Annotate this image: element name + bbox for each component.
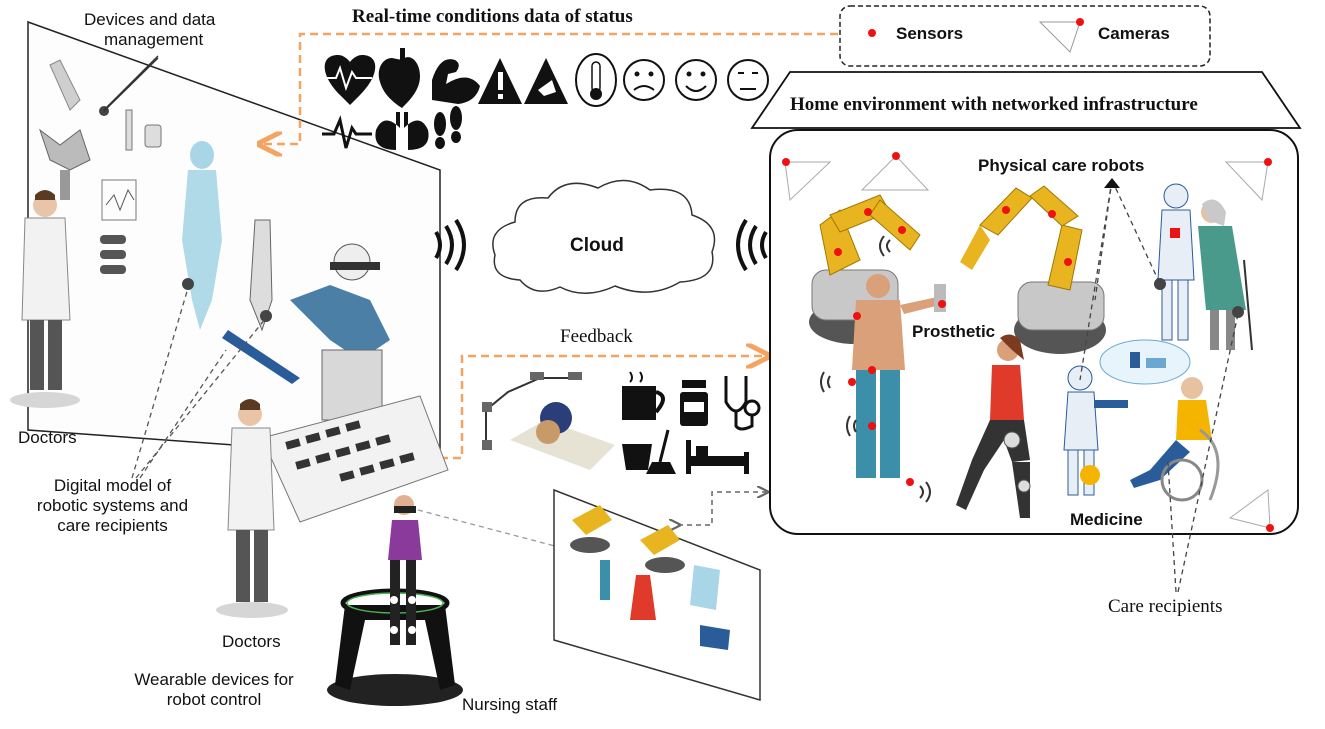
devices-mgmt-line2: management — [104, 30, 204, 49]
muscle-icon — [432, 59, 480, 104]
care-robot-humanoid — [1154, 183, 1195, 341]
vr-platform — [327, 588, 463, 706]
footprints-icon — [434, 106, 462, 149]
sensor-signal-waves — [820, 235, 931, 503]
lungs-icon — [375, 112, 429, 150]
elderly-in-wheelchair — [1130, 377, 1220, 502]
ecg-icon — [322, 115, 372, 149]
digital-model-line1: Digital model of — [53, 476, 172, 495]
doctor-figure-top — [10, 190, 80, 408]
heart-rate-icon — [324, 55, 376, 105]
legend-sensors-label: Sensors — [896, 24, 964, 43]
legend-box — [839, 5, 1211, 67]
screen-robot-model — [290, 243, 390, 421]
physical-robots-pointers — [1079, 179, 1161, 381]
home-env-title: Home environment with networked infrastr… — [790, 94, 1198, 115]
screen-syringe-model — [125, 109, 162, 151]
stethoscope-icon — [724, 376, 761, 431]
heart-icon — [378, 48, 420, 108]
legend-sensor-dot — [868, 29, 876, 37]
medicine-bottle-icon — [680, 380, 708, 426]
wearable-line2: robot control — [166, 690, 262, 709]
legend-cameras-label: Cameras — [1098, 24, 1170, 43]
medicine-label: Medicine — [1070, 510, 1143, 529]
home-cameras — [784, 155, 1271, 529]
home-env-title-frame — [750, 71, 1302, 129]
cloud-shape — [492, 179, 716, 294]
cloud-label: Cloud — [570, 235, 624, 256]
feedback-robot-track — [482, 372, 615, 470]
devices-mgmt-label: Devices and data management — [84, 10, 254, 50]
medicine-bubble — [1099, 339, 1191, 385]
screen-pill-buttons — [100, 235, 126, 274]
devices-mgmt-pointer — [103, 55, 159, 111]
realtime-title: Real-time conditions data of status — [352, 6, 633, 27]
physical-robots-arrowhead — [1104, 178, 1120, 188]
elderly-woman-with-cane — [1198, 199, 1253, 351]
status-data-arrow — [262, 32, 838, 144]
wearable-line1: Wearable devices for — [134, 670, 294, 689]
wireless-signal-icon-left — [434, 218, 466, 272]
digital-model-line2: robotic systems and — [36, 496, 189, 515]
warning-icon — [478, 58, 522, 104]
coffee-cup-icon — [622, 371, 665, 420]
screen-exoskeleton-model — [222, 219, 300, 384]
physical-robots-label: Physical care robots — [978, 156, 1145, 175]
nursing-staff-figure — [388, 495, 422, 645]
happy-face-icon — [675, 59, 717, 101]
prosthetic-person — [848, 274, 946, 486]
vr-sync-arrow — [678, 492, 766, 525]
wearable-devices-label: Wearable devices for robot control — [104, 670, 324, 710]
wireless-signal-icon-right — [736, 218, 768, 272]
digital-model-line3: care recipients — [57, 516, 168, 535]
care-recipients-label: Care recipients — [1108, 596, 1223, 617]
vr-screen-thumbnail — [570, 505, 730, 650]
screen-chart-model — [101, 179, 137, 221]
feedback-label: Feedback — [560, 326, 633, 347]
sad-face-icon — [623, 59, 665, 101]
screen-human-body-model — [182, 141, 222, 330]
devices-mgmt-line1: Devices and data — [84, 10, 216, 29]
medicine-robot — [1063, 365, 1128, 496]
doctors-label-bottom: Doctors — [222, 632, 281, 651]
cleaning-icon — [622, 429, 676, 474]
bed-icon — [686, 440, 749, 474]
walking-woman — [956, 334, 1031, 518]
digital-model-label: Digital model of robotic systems and car… — [0, 476, 225, 536]
doctor-figure-bottom — [216, 399, 288, 618]
neutral-face-icon — [727, 59, 769, 101]
doctors-label-top: Doctors — [18, 428, 77, 447]
care-recipients-pointers — [1167, 313, 1239, 593]
vr-view-line — [417, 509, 571, 551]
feedback-arrow — [440, 356, 766, 460]
home-camera-dots — [782, 152, 1274, 532]
thermometer-icon — [575, 53, 617, 107]
nursing-staff-label: Nursing staff — [462, 695, 558, 714]
control-console — [261, 395, 449, 523]
legend-camera-icon — [1038, 21, 1081, 53]
screen-tree-model — [39, 128, 91, 200]
robot-arm-right — [960, 185, 1106, 354]
digital-model-pointers — [131, 287, 267, 479]
prosthetic-label: Prosthetic — [912, 322, 996, 341]
status-icons — [322, 48, 769, 150]
fall-warning-icon — [524, 58, 568, 104]
